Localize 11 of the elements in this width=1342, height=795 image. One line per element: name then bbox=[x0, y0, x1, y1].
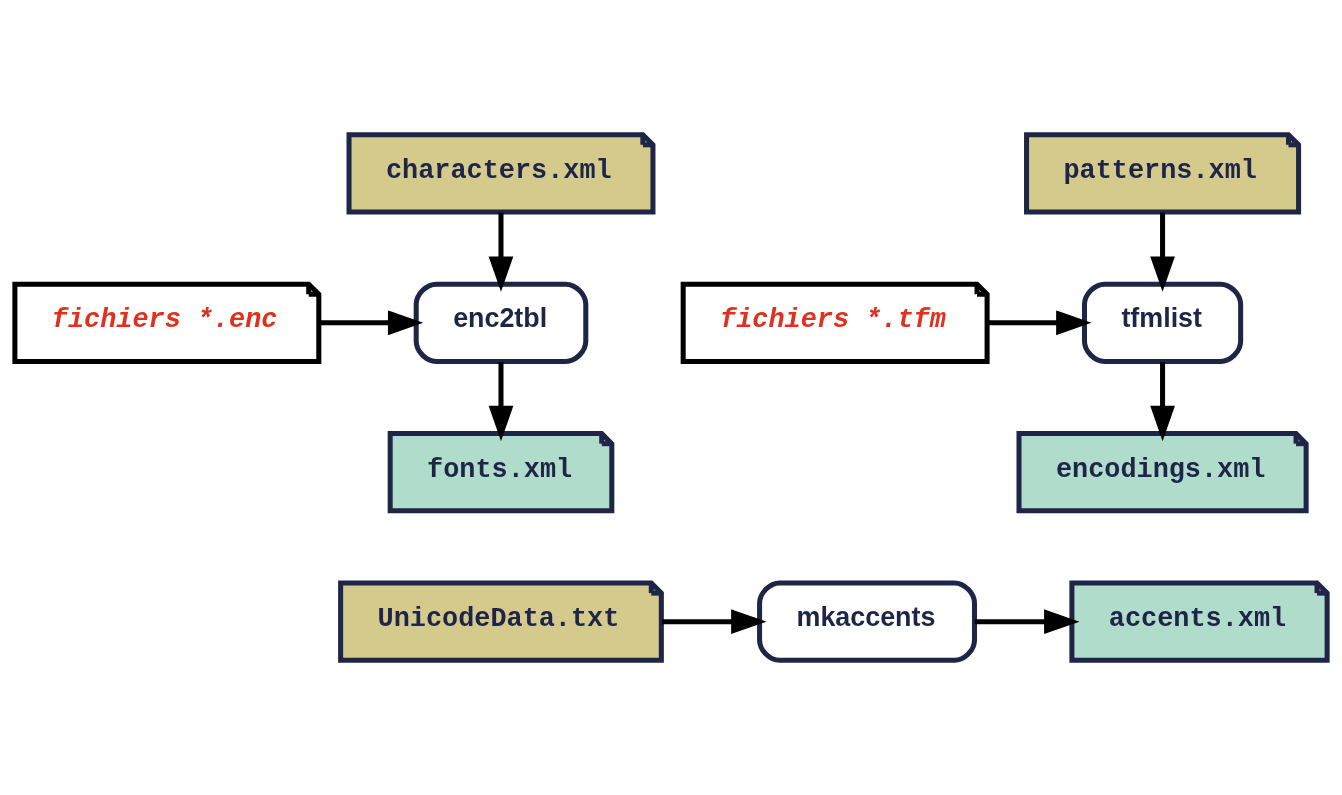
arrow bbox=[488, 362, 514, 442]
arrow bbox=[974, 609, 1080, 635]
arrow bbox=[1150, 362, 1175, 442]
arrow bbox=[1150, 212, 1175, 292]
arrow bbox=[488, 212, 514, 292]
arrow bbox=[987, 310, 1092, 336]
arrow bbox=[318, 310, 424, 336]
node-box: enc2tbl bbox=[413, 281, 589, 364]
arrow bbox=[661, 609, 767, 635]
node-box: mkaccents bbox=[757, 580, 977, 663]
node-box: tfmlist bbox=[1081, 281, 1244, 364]
